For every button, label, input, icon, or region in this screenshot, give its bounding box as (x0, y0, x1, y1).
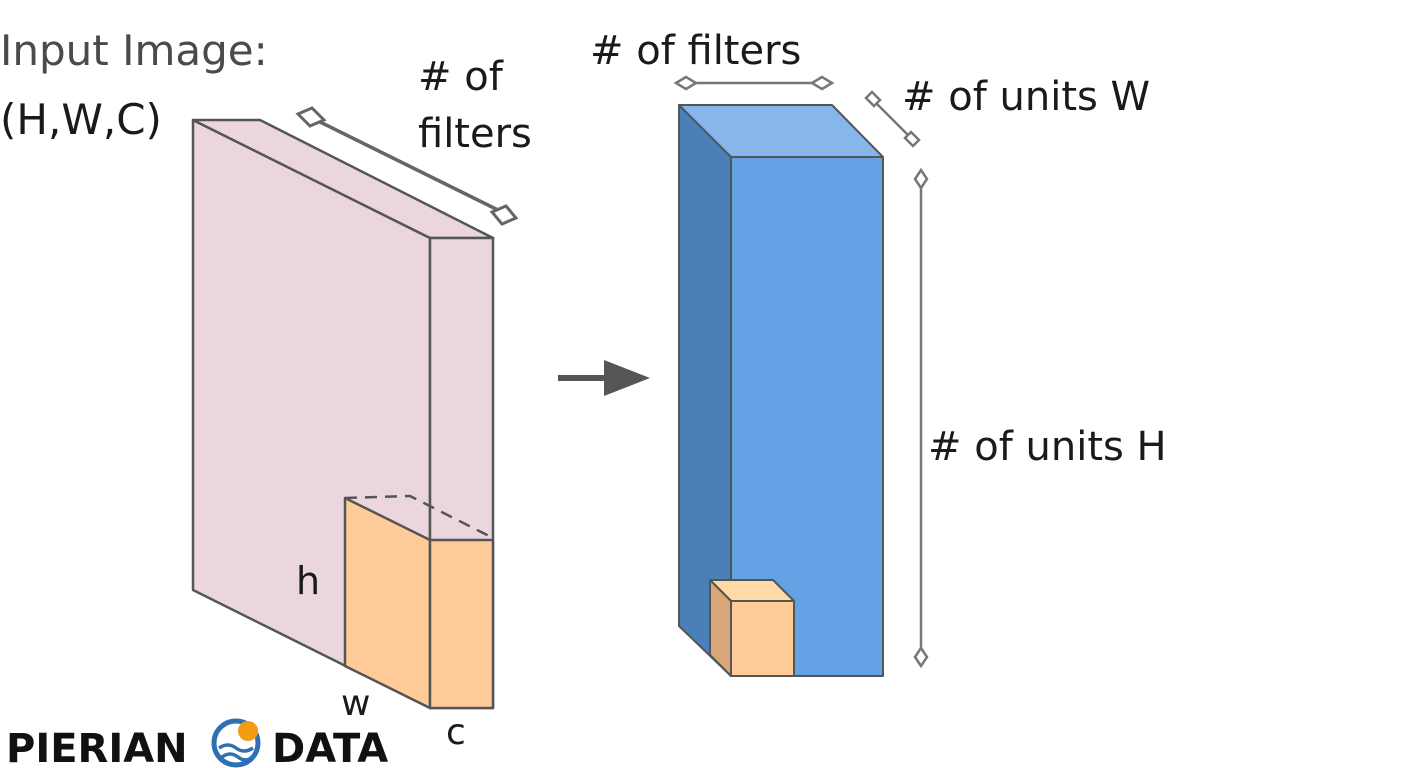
input-depth-indicator (295, 106, 519, 226)
input-filters-label-line2: filters (418, 111, 532, 157)
kernel-side-face (428, 538, 495, 710)
input-title: Input Image: (0, 26, 268, 75)
kernel-w-label: w (341, 683, 370, 724)
logo-icon (211, 718, 261, 768)
logo-left-text: PIERIAN (6, 726, 188, 768)
kernel-block (343, 494, 495, 710)
kernel-hidden-edges (344, 494, 494, 540)
logo-right-text: DATA (272, 726, 388, 768)
units-h-label: # of units H (928, 424, 1167, 470)
kernel-c-label: c (446, 712, 466, 753)
pierian-data-logo: PIERIAN DATA (6, 718, 388, 768)
arrow-icon (558, 360, 650, 396)
output-unit-cube (709, 579, 795, 677)
input-shape: (H,W,C) (0, 95, 162, 144)
output-filters-indicator (673, 75, 835, 91)
output-volume-front-face (730, 156, 884, 677)
units-w-label: # of units W (902, 74, 1150, 120)
output-volume (678, 104, 884, 677)
kernel-h-label: h (296, 559, 320, 603)
units-h-indicator (913, 167, 929, 669)
input-filters-label-line1: # of (418, 54, 504, 100)
output-filters-label: # of filters (590, 28, 801, 74)
units-w-indicator (864, 90, 921, 148)
